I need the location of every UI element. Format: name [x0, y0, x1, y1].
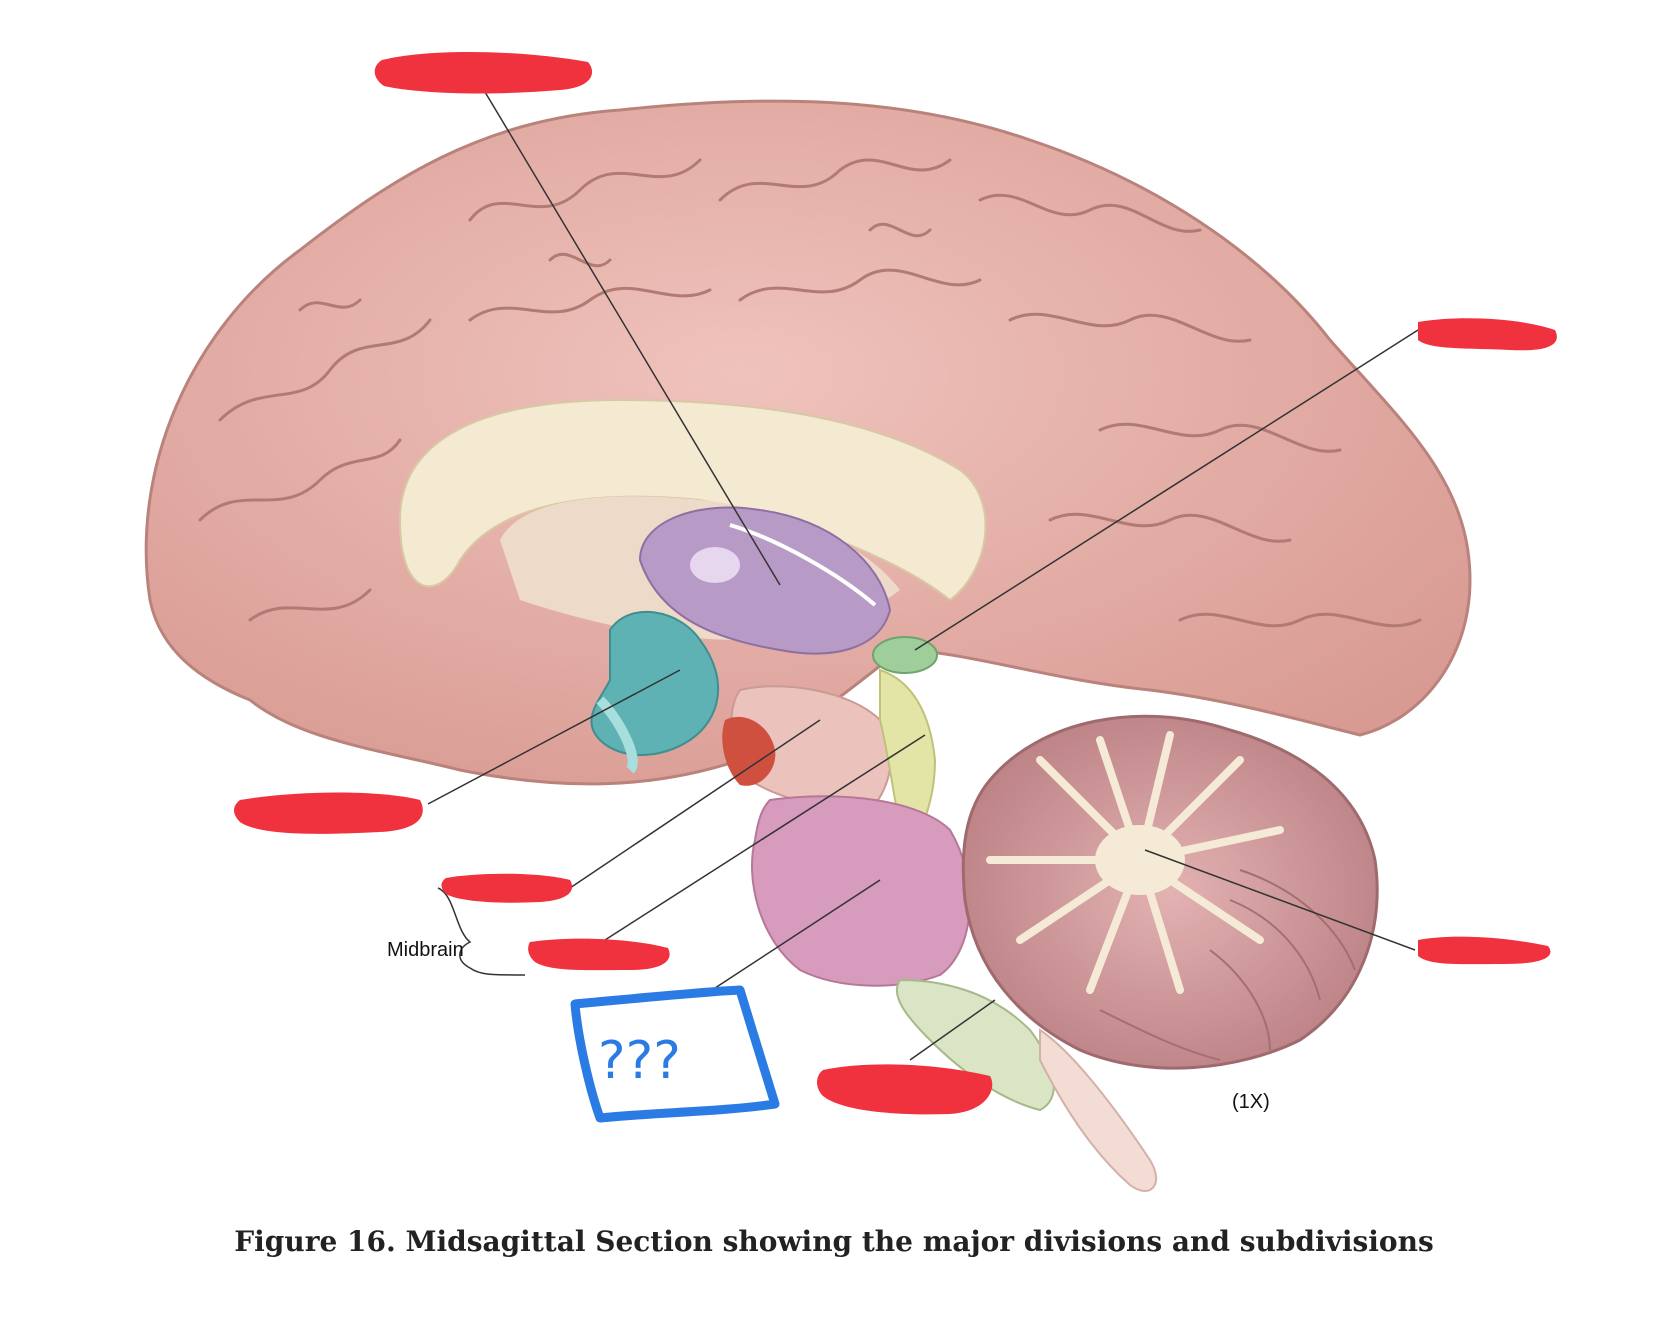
- leader-line-midbrain-upper: [569, 719, 821, 889]
- cerebellum: [961, 714, 1379, 1070]
- redaction-top: [374, 51, 593, 94]
- leader-line-midbrain-lower: [604, 734, 926, 941]
- annotation-box: [570, 985, 780, 1123]
- pituitary-stalk: [596, 696, 638, 774]
- cerebellar-folia: [1099, 869, 1356, 1061]
- figure-caption: Figure 16. Midsagittal Section showing t…: [234, 1225, 1434, 1258]
- midbrain-bracket: [437, 887, 526, 976]
- leader-line-top: [484, 91, 781, 586]
- midbrain-label: Midbrain: [387, 939, 464, 961]
- medulla: [895, 978, 1055, 1112]
- redaction-medulla: [817, 1064, 993, 1115]
- leader-line-cerebellum: [1144, 849, 1416, 951]
- redaction-cerebellum: [1418, 936, 1551, 965]
- thalamus: [638, 506, 892, 655]
- redactions: [234, 51, 1557, 1115]
- magnification-label: (1X): [1232, 1091, 1270, 1113]
- corpus-callosum: [398, 398, 987, 602]
- redaction-midbrain-upper: [441, 873, 573, 903]
- leader-line-medulla: [909, 999, 996, 1061]
- white-matter-core: [1095, 825, 1185, 895]
- redaction-right-upper: [1418, 318, 1557, 351]
- spinal-cord: [1039, 1028, 1157, 1192]
- question-annotation: ???: [570, 985, 780, 1123]
- leader-line-left: [427, 669, 681, 805]
- question-marks: ???: [598, 1031, 681, 1091]
- mammillary-red: [722, 716, 776, 786]
- redaction-midbrain-lower: [528, 938, 670, 971]
- intermediate-mass: [690, 547, 740, 583]
- leader-line-pons: [711, 879, 881, 991]
- gyri-texture: [198, 158, 1422, 628]
- redaction-left: [234, 792, 423, 834]
- leader-lines: [427, 91, 1419, 1061]
- leader-line-right-upper: [914, 329, 1419, 651]
